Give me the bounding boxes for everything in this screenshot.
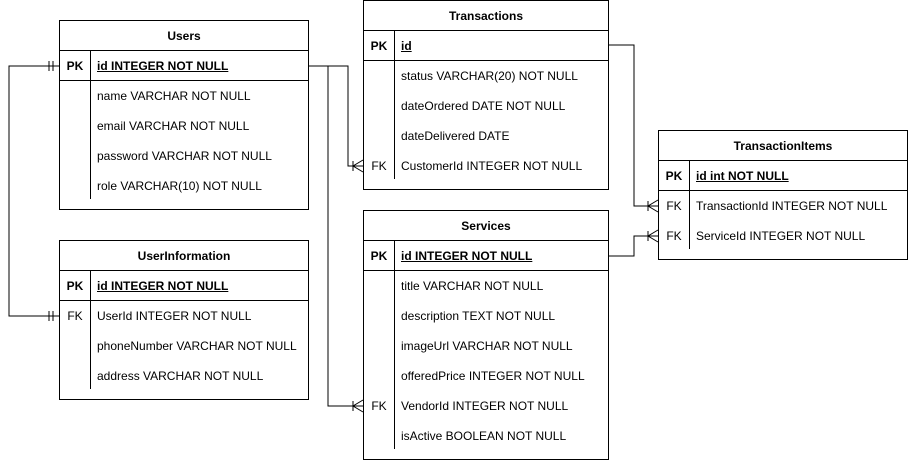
transactionitems-row-transactionid: FK TransactionId INTEGER NOT NULL — [659, 191, 907, 221]
transactionitems-table-title: TransactionItems — [659, 131, 907, 161]
users-row-id: PK id INTEGER NOT NULL — [60, 51, 308, 81]
transactions-table-title: Transactions — [364, 1, 608, 31]
services-table-title: Services — [364, 211, 608, 241]
transactions-row-status: status VARCHAR(20) NOT NULL — [364, 61, 608, 91]
users-field-name: name VARCHAR NOT NULL — [97, 89, 251, 103]
fk-label: FK — [67, 309, 83, 323]
userinformation-row-userid: FK UserId INTEGER NOT NULL — [60, 301, 308, 331]
key-column-divider — [394, 31, 395, 179]
pk-label: PK — [665, 169, 683, 183]
pk-label: PK — [370, 39, 388, 53]
userinformation-row-id: PK id INTEGER NOT NULL — [60, 271, 308, 301]
pk-label: PK — [370, 249, 388, 263]
services-field-imageurl: imageUrl VARCHAR NOT NULL — [401, 339, 573, 353]
transactions-field-customerid: CustomerId INTEGER NOT NULL — [401, 159, 583, 173]
pk-label: PK — [66, 59, 84, 73]
services-row-imageurl: imageUrl VARCHAR NOT NULL — [364, 331, 608, 361]
services-field-title: title VARCHAR NOT NULL — [401, 279, 544, 293]
users-row-password: password VARCHAR NOT NULL — [60, 141, 308, 171]
transactions-row-id: PK id — [364, 31, 608, 61]
services-field-vendorid: VendorId INTEGER NOT NULL — [401, 399, 569, 413]
userinformation-row-address: address VARCHAR NOT NULL — [60, 361, 308, 391]
userinformation-field-phonenumber: phoneNumber VARCHAR NOT NULL — [97, 339, 297, 353]
users-field-email: email VARCHAR NOT NULL — [97, 119, 250, 133]
transactionitems-table: TransactionItems PK id int NOT NULL FK T… — [658, 130, 908, 260]
fk-label: FK — [371, 159, 387, 173]
users-field-role: role VARCHAR(10) NOT NULL — [97, 179, 262, 193]
transactionitems-field-transactionid: TransactionId INTEGER NOT NULL — [696, 199, 888, 213]
fk-label: FK — [666, 199, 682, 213]
key-column-divider — [90, 51, 91, 199]
userinformation-field-id: id INTEGER NOT NULL — [97, 279, 229, 293]
services-field-id: id INTEGER NOT NULL — [401, 249, 533, 263]
services-field-isactive: isActive BOOLEAN NOT NULL — [401, 429, 567, 443]
pk-label: PK — [66, 279, 84, 293]
services-row-id: PK id INTEGER NOT NULL — [364, 241, 608, 271]
connector-users-transactions — [309, 65, 364, 173]
connector-users-services — [309, 65, 364, 413]
services-row-offeredprice: offeredPrice INTEGER NOT NULL — [364, 361, 608, 391]
users-field-id: id INTEGER NOT NULL — [97, 59, 229, 73]
fk-label: FK — [371, 399, 387, 413]
userinformation-table: UserInformation PK id INTEGER NOT NULL F… — [59, 240, 309, 400]
transactions-table: Transactions PK id status VARCHAR(20) NO… — [363, 0, 609, 190]
services-row-isactive: isActive BOOLEAN NOT NULL — [364, 421, 608, 451]
transactions-field-datedelivered: dateDelivered DATE — [401, 129, 510, 143]
userinformation-field-address: address VARCHAR NOT NULL — [97, 369, 264, 383]
services-field-offeredprice: offeredPrice INTEGER NOT NULL — [401, 369, 585, 383]
services-row-description: description TEXT NOT NULL — [364, 301, 608, 331]
transactions-row-customerid: FK CustomerId INTEGER NOT NULL — [364, 151, 608, 181]
users-row-name: name VARCHAR NOT NULL — [60, 81, 308, 111]
services-table: Services PK id INTEGER NOT NULL title VA… — [363, 210, 609, 460]
userinformation-row-phonenumber: phoneNumber VARCHAR NOT NULL — [60, 331, 308, 361]
connector-services-transactionitems — [609, 229, 659, 257]
transactions-field-status: status VARCHAR(20) NOT NULL — [401, 69, 578, 83]
transactions-field-id: id — [401, 39, 412, 53]
users-row-role: role VARCHAR(10) NOT NULL — [60, 171, 308, 201]
transactions-field-dateordered: dateOrdered DATE NOT NULL — [401, 99, 566, 113]
services-field-description: description TEXT NOT NULL — [401, 309, 556, 323]
connector-transactions-transactionitems — [609, 44, 659, 213]
users-table: Users PK id INTEGER NOT NULL name VARCHA… — [59, 20, 309, 210]
services-row-title: title VARCHAR NOT NULL — [364, 271, 608, 301]
fk-label: FK — [666, 229, 682, 243]
key-column-divider — [689, 161, 690, 249]
services-row-vendorid: FK VendorId INTEGER NOT NULL — [364, 391, 608, 421]
transactionitems-row-id: PK id int NOT NULL — [659, 161, 907, 191]
key-column-divider — [394, 241, 395, 449]
users-table-title: Users — [60, 21, 308, 51]
userinformation-field-userid: UserId INTEGER NOT NULL — [97, 309, 252, 323]
connector-users-userinformation — [8, 61, 59, 321]
transactionitems-field-serviceid: ServiceId INTEGER NOT NULL — [696, 229, 866, 243]
key-column-divider — [90, 271, 91, 389]
userinformation-table-title: UserInformation — [60, 241, 308, 271]
transactionitems-row-serviceid: FK ServiceId INTEGER NOT NULL — [659, 221, 907, 251]
transactions-row-dateordered: dateOrdered DATE NOT NULL — [364, 91, 608, 121]
transactionitems-field-id: id int NOT NULL — [696, 169, 789, 183]
users-field-password: password VARCHAR NOT NULL — [97, 149, 272, 163]
users-row-email: email VARCHAR NOT NULL — [60, 111, 308, 141]
transactions-row-datedelivered: dateDelivered DATE — [364, 121, 608, 151]
